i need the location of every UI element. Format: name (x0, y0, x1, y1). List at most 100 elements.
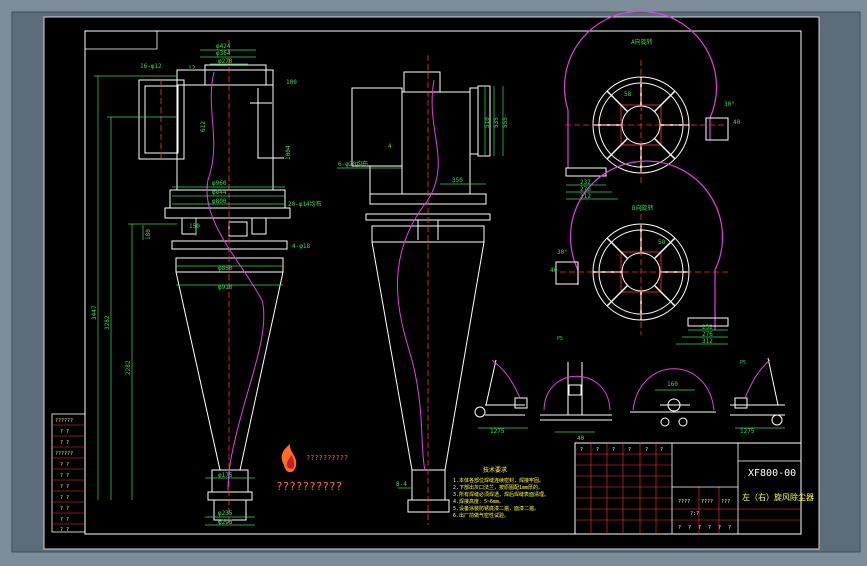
side-bottom-tag: 8-4 (396, 481, 407, 488)
tb-cell-6: ? (660, 447, 663, 453)
section-markers: P5 P5 (557, 336, 746, 366)
dim-d270: φ270 (218, 58, 233, 65)
tb-misc-4: ?:? (690, 511, 699, 517)
view-a-w232: 232 (580, 179, 591, 186)
dim-d424: φ424 (216, 43, 231, 50)
tb-cell-1: ? (580, 447, 583, 453)
front-dimension-text: φ424 φ364 φ270 16-φ12 12 100 φ960 φ844 φ… (91, 43, 322, 526)
dim-h1004: 1004 (285, 145, 292, 160)
detail-dim-a: 1275 (490, 428, 505, 435)
rev-row-8: ? ? (60, 495, 69, 501)
revision-table: ?????? ? ? ? ? ?????? ? ? ? ? ? ? ? ? ? … (51, 413, 86, 533)
view-b-h40: 40 (550, 267, 558, 274)
inlet-holes-tag: 16-φ12 (140, 63, 162, 70)
tb-cell-5: ? (645, 447, 648, 453)
view-a-w276: 276 (580, 186, 591, 193)
view-b-w232: 232 (702, 324, 713, 331)
tb-misc-2: ???? (701, 499, 713, 505)
rev-row-9: ? ? (60, 506, 69, 512)
rev-row-2: ? ? (60, 429, 69, 435)
view-b-d58: 58 (658, 239, 666, 246)
tech-requirements: 技术要求 1.本体各部位焊缝连续密封，焊接牢固。 2.下部出灰口法兰，按原图配1… (453, 466, 549, 519)
rev-row-6: ? ? (60, 473, 69, 479)
tb-cell-2: ? (596, 447, 599, 453)
detail-dim-c: 160 (667, 381, 678, 388)
dim-h12: 12 (188, 65, 196, 72)
view-a-w312: 312 (580, 193, 591, 200)
title-block: ? ? ? ? ? ? ???? ???? ??? ?:? ? ? ? ? ? … (574, 442, 814, 535)
drawing-number: XF800-00 (748, 468, 796, 479)
side-holes-tag: 6-φ20均布 (338, 160, 368, 168)
rev-row-4: ?????? (55, 451, 73, 457)
logo-wordmark: ?????????? (306, 454, 348, 462)
view-a-d58: 58 (624, 91, 632, 98)
dim-h150: 150 (189, 223, 200, 230)
dim-h2282: 2282 (125, 360, 132, 375)
dim-h612: 612 (200, 121, 207, 132)
side-dimension-lines (337, 86, 504, 489)
top-view-a: A向旋转 58 30° 40 232 276 312 (563, 10, 741, 200)
tech-line-2: 2.下部出灰口法兰，按原图配1mm厚的。 (453, 484, 543, 491)
tech-line-6: 6.出厂前做气密性试验。 (453, 512, 509, 519)
dim-w535: 535 (493, 117, 500, 128)
dim-h350: 350 (452, 177, 463, 184)
tech-line-4: 4.焊接高度：5~6mm。 (453, 498, 504, 505)
dim-d844: φ844 (212, 189, 227, 196)
dim-h4: 4 (388, 143, 392, 150)
dim-d960: φ960 (212, 180, 227, 187)
tb-bottom-6: ? (728, 525, 731, 531)
tech-heading: 技术要求 (483, 466, 507, 474)
drawing-title: 左（右）旋风除尘器 (742, 492, 814, 502)
tb-bottom-3: ? (698, 525, 701, 531)
rev-row-7: ? ? (60, 484, 69, 490)
rev-row-3: ? ? (60, 440, 69, 446)
tech-line-3: 3.所有焊缝必须焊透，焊后焊缝表面清理。 (453, 491, 549, 498)
view-b-w312: 312 (702, 338, 713, 345)
view-a-h40: 40 (733, 119, 741, 126)
rev-row-5: ? ? (60, 462, 69, 468)
tb-bottom-2: ? (688, 525, 691, 531)
dim-d800: φ800 (212, 198, 227, 205)
dim-w510: 510 (484, 117, 491, 128)
top-view-b: B向旋转 58 30° 40 232 276 312 (550, 160, 730, 345)
front-dimension-lines (94, 49, 285, 526)
tb-bottom-1: ? (678, 525, 681, 531)
front-centerline (160, 40, 230, 525)
vortex-line (206, 71, 265, 491)
tb-bottom-5: ? (718, 525, 721, 531)
dim-h3447: 3447 (91, 305, 98, 320)
view-b-angle: 30° (557, 249, 568, 256)
company-logo: ?????????? ?????????? (276, 444, 348, 493)
dim-w555: 555 (502, 117, 509, 128)
view-b-label: B向旋转 (632, 204, 654, 212)
dim-d235: φ235 (218, 510, 233, 517)
dim-h100: 100 (286, 79, 297, 86)
section-p5-a: P5 (557, 336, 563, 342)
tech-line-1: 1.本体各部位焊缝连续密封，焊接牢固。 (453, 477, 544, 484)
tech-line-5: 5.设备涂装防锈底漆二遍，面漆二遍。 (453, 505, 539, 512)
view-a-angle: 30° (724, 101, 735, 108)
dim-d364: φ364 (216, 50, 231, 57)
tb-misc-1: ???? (678, 499, 690, 505)
detail-dim-d: 1275 (740, 428, 755, 435)
dim-d295: φ295 (218, 519, 233, 526)
tb-cell-3: ? (612, 447, 615, 453)
tb-bottom-4: ? (708, 525, 711, 531)
bolt-tag-mid: 4-φ18 (292, 243, 310, 250)
dim-h180: 180 (145, 229, 152, 240)
dim-d910: φ910 (218, 284, 233, 291)
dim-d850: φ850 (218, 265, 233, 272)
view-a-label: A向旋转 (631, 38, 653, 46)
detail-dim-b: 40 (577, 435, 585, 442)
dim-d175: φ175 (218, 472, 233, 479)
side-vortex-line (397, 79, 439, 471)
tb-cell-4: ? (628, 447, 631, 453)
detail-views: 1275 40 160 1275 (474, 357, 785, 442)
view-b-w276: 276 (702, 331, 713, 338)
rev-row-1: ?????? (55, 418, 73, 424)
side-dimension-text: 350 6-φ20均布 4 8-4 510 535 555 (338, 117, 509, 488)
rev-row-10: ? ? (60, 517, 69, 523)
dim-h3282: 3282 (104, 315, 111, 330)
